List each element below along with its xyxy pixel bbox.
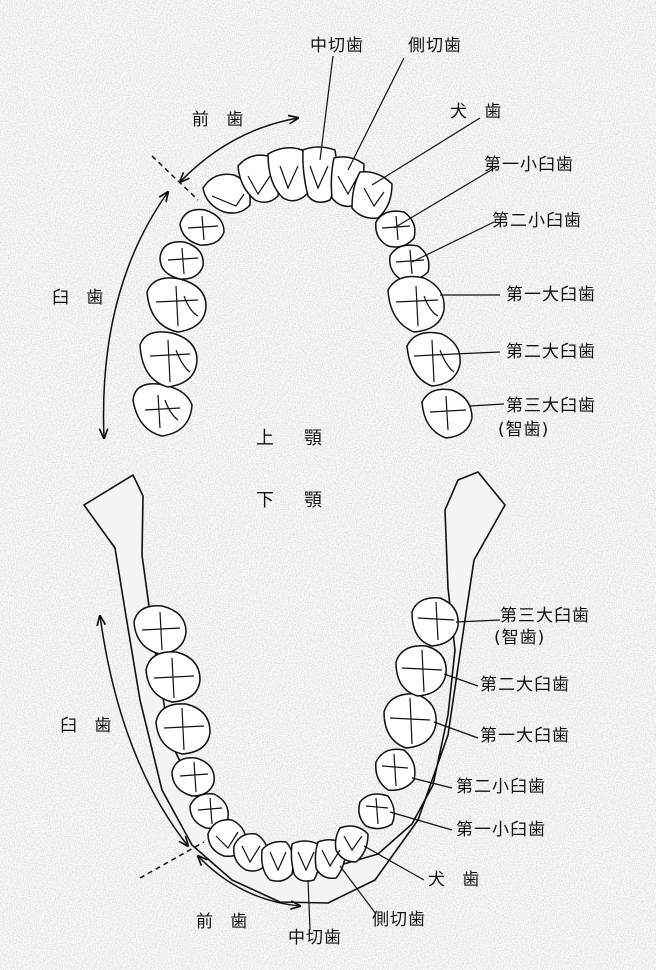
upper-first-molar-label: 第一大臼歯 [506,287,596,304]
upper-right-second-premolar [390,245,429,280]
upper-lateral-incisor-label: 側切歯 [408,38,462,55]
lower-jaw-label: 下顎 [256,492,352,510]
upper-wisdom-note: (智歯) [498,422,549,439]
lower-wisdom-note: (智歯) [494,630,545,647]
upper-anterior-group-label: 前 歯 [192,112,249,129]
lower-first-premolar-label: 第一小臼歯 [456,822,546,839]
upper-canine-label: 犬 歯 [450,104,507,121]
lower-anterior-group-label: 前 歯 [196,914,253,931]
lower-first-molar-label: 第一大臼歯 [480,728,570,745]
lower-central-incisor-label: 中切歯 [288,930,342,947]
upper-posterior-group-label: 臼 歯 [52,290,109,307]
upper-jaw-label: 上顎 [256,430,352,448]
lower-third-molar-label: 第三大臼歯 [500,608,590,625]
lower-second-premolar-label: 第二小臼歯 [456,779,546,796]
upper-third-molar-label: 第三大臼歯 [506,398,596,415]
upper-second-premolar-label: 第二小臼歯 [492,213,582,230]
lower-lateral-incisor-label: 側切歯 [372,912,426,929]
lower-left-central-incisor [262,842,293,881]
upper-left-second-premolar [160,242,203,279]
lower-posterior-group-label: 臼 歯 [60,718,117,735]
upper-central-incisor-label: 中切歯 [310,38,364,55]
lower-canine-label: 犬 歯 [428,872,485,889]
upper-second-molar-label: 第二大臼歯 [506,344,596,361]
upper-first-premolar-label: 第一小臼歯 [484,157,574,174]
upper-right-first-premolar [376,211,415,247]
lower-second-molar-label: 第二大臼歯 [480,677,570,694]
